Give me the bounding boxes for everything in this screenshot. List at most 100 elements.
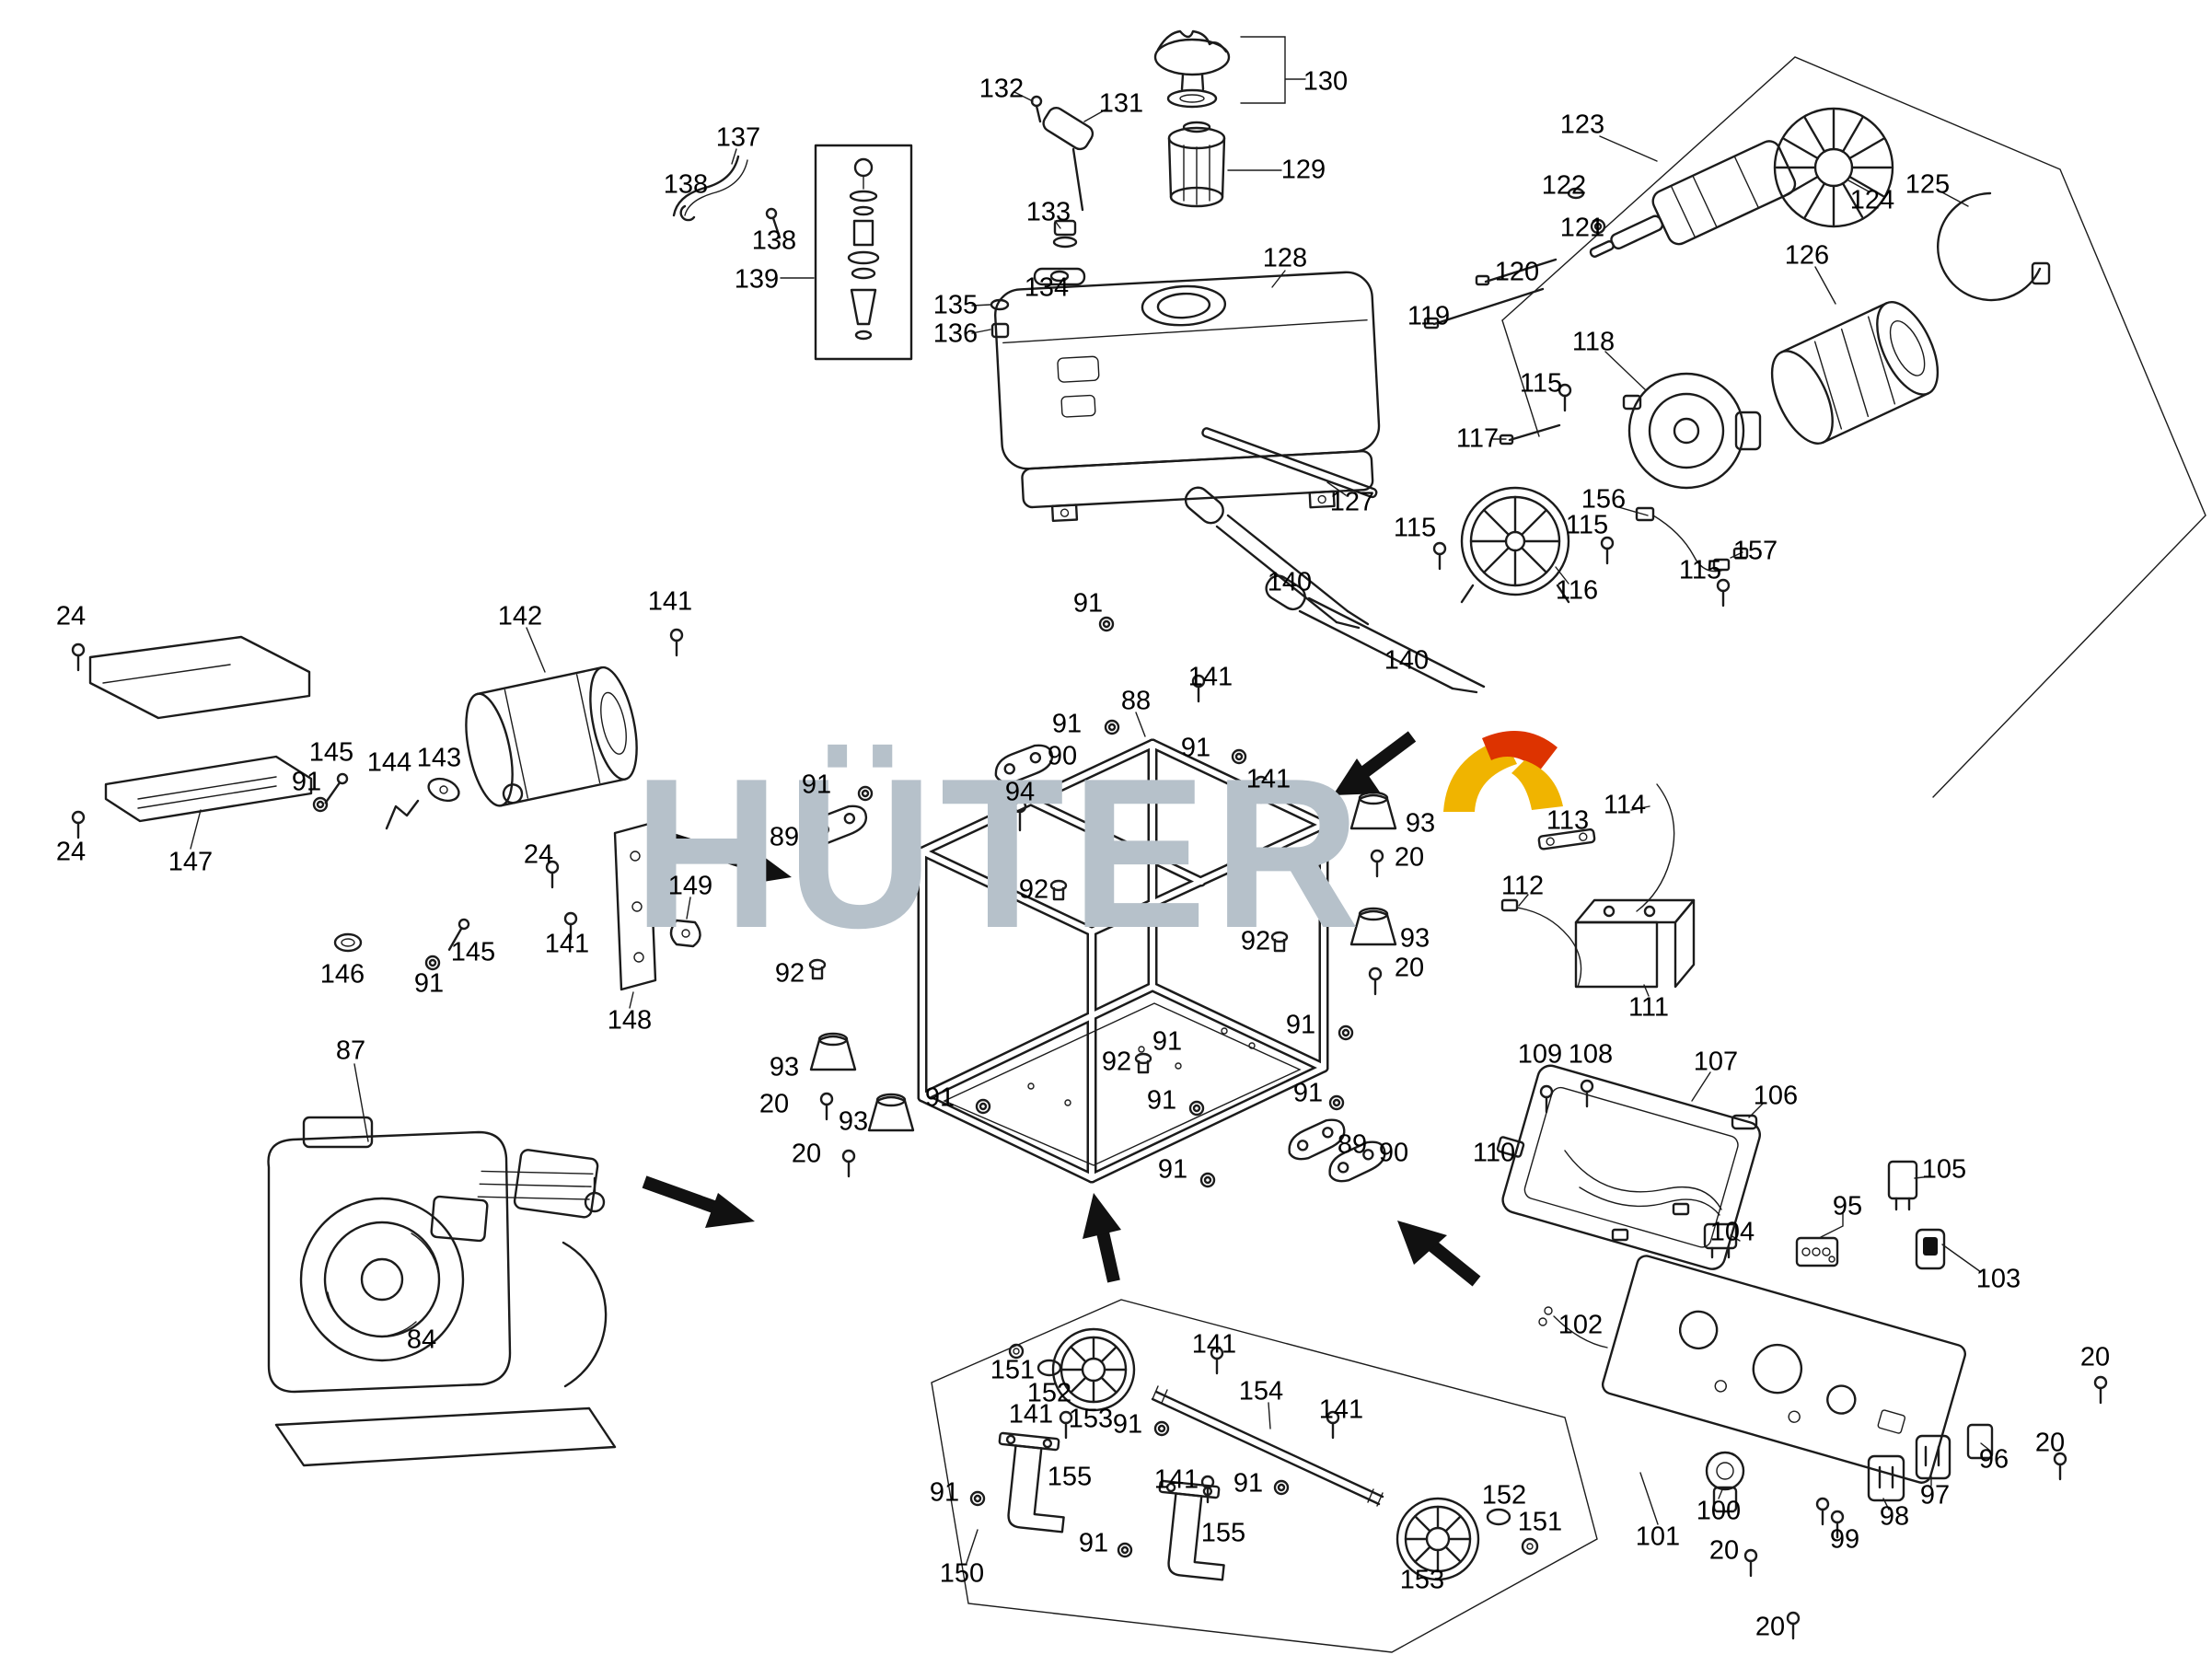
part-label-113-62: 113: [1546, 805, 1590, 836]
part-label-91-113: 91: [929, 1477, 960, 1508]
part-label-20-96: 20: [2034, 1428, 2066, 1458]
part-label-106-88: 106: [1753, 1081, 1799, 1111]
part-label-91-36: 91: [1180, 733, 1211, 763]
part-label-115-29: 115: [1565, 510, 1609, 540]
part-label-95-91: 95: [1832, 1191, 1863, 1221]
part-label-138-2: 138: [751, 226, 797, 256]
fuel-valve-drawing: [990, 95, 1094, 339]
wheel-kit-drawing: [969, 1327, 1539, 1581]
part-label-91-116: 91: [1233, 1468, 1264, 1499]
part-label-150-119: 150: [939, 1558, 985, 1589]
through-bolts-drawing: [1423, 258, 1561, 446]
part-label-24-41: 24: [55, 837, 87, 867]
part-label-147-42: 147: [168, 847, 214, 877]
part-label-93-65: 93: [1399, 923, 1430, 954]
part-label-91-118: 91: [1078, 1528, 1109, 1558]
breather-hose-drawing: [672, 155, 782, 239]
part-label-155-114: 155: [1047, 1462, 1093, 1492]
part-label-149-48: 149: [667, 871, 713, 901]
part-label-141-37: 141: [1245, 764, 1291, 794]
part-label-91-109: 91: [1112, 1409, 1143, 1440]
part-label-151-122: 151: [1517, 1507, 1563, 1537]
part-label-129-11: 129: [1280, 155, 1326, 185]
part-label-146-51: 146: [319, 959, 365, 990]
part-label-91-72: 91: [1152, 1026, 1183, 1057]
part-label-94-57: 94: [1004, 777, 1036, 807]
part-label-84-84: 84: [406, 1325, 437, 1355]
part-label-90-81: 90: [1378, 1138, 1409, 1168]
grille-drawing: [1460, 486, 1570, 604]
wiring-drawing: [1635, 506, 1749, 573]
part-label-115-31: 115: [1678, 555, 1722, 585]
part-label-91-56: 91: [801, 770, 832, 800]
part-label-141-112: 141: [1008, 1399, 1054, 1429]
part-label-122-14: 122: [1541, 170, 1587, 201]
part-label-91-70: 91: [1285, 1010, 1316, 1040]
part-label-121-15: 121: [1559, 213, 1605, 243]
part-label-120-19: 120: [1494, 257, 1540, 287]
brackets-drawing: [804, 741, 1391, 1186]
part-label-156-27: 156: [1581, 484, 1627, 515]
part-label-128-12: 128: [1262, 243, 1308, 273]
part-label-110-89: 110: [1472, 1138, 1516, 1168]
part-label-91-54: 91: [1051, 709, 1083, 739]
part-label-134-7: 134: [1024, 272, 1070, 303]
part-label-157-32: 157: [1732, 536, 1778, 566]
part-label-91-79: 91: [1292, 1078, 1324, 1108]
fuel-filter-drawing: [1167, 121, 1282, 208]
part-label-137-0: 137: [715, 122, 761, 153]
part-label-141-40: 141: [647, 586, 693, 617]
part-label-20-103: 20: [1708, 1535, 1740, 1566]
part-label-118-21: 118: [1571, 327, 1616, 357]
assembly-arrows: [642, 731, 1481, 1287]
part-label-125-17: 125: [1905, 169, 1951, 200]
rotor-drawing: [1589, 140, 1797, 258]
tank-gasket-drawing: [1201, 427, 1378, 499]
part-label-114-63: 114: [1603, 790, 1647, 820]
handle-drawings: [1184, 486, 1486, 694]
part-label-93-73: 93: [769, 1052, 800, 1082]
small-brackets-drawing: [320, 770, 701, 991]
part-label-98-99: 98: [1879, 1501, 1910, 1532]
battery-drawing: [1500, 783, 1696, 989]
carb-kit-drawing: [814, 144, 913, 361]
part-label-20-104: 20: [1755, 1612, 1786, 1642]
control-box-drawing: [1496, 1064, 1946, 1270]
part-label-153-120: 153: [1399, 1565, 1445, 1595]
part-label-20-95: 20: [2079, 1342, 2111, 1372]
leader-lines: [190, 91, 1991, 1564]
part-label-145-50: 145: [450, 937, 496, 967]
wheel-kit-boundary: [931, 1299, 1598, 1653]
part-label-133-6: 133: [1025, 197, 1071, 227]
part-label-24-38: 24: [55, 601, 87, 631]
part-label-136-9: 136: [932, 318, 979, 349]
part-label-99-100: 99: [1829, 1524, 1860, 1555]
part-label-97-98: 97: [1919, 1480, 1951, 1510]
part-label-141-49: 141: [544, 929, 590, 959]
part-label-141-34: 141: [1187, 662, 1233, 692]
frame-drawing: [917, 738, 1329, 1184]
part-label-92-67: 92: [1240, 926, 1271, 956]
part-label-109-85: 109: [1517, 1039, 1563, 1070]
control-panel-drawing: [1538, 1255, 2108, 1640]
part-label-105-90: 105: [1921, 1154, 1967, 1185]
part-label-103-93: 103: [1975, 1264, 2021, 1294]
part-label-145-43: 145: [308, 737, 354, 768]
part-label-108-86: 108: [1568, 1039, 1614, 1070]
part-label-92-68: 92: [774, 958, 805, 989]
part-label-135-8: 135: [932, 290, 979, 320]
part-label-140-25: 140: [1267, 567, 1313, 597]
part-label-20-66: 20: [1394, 953, 1425, 983]
part-label-154-110: 154: [1238, 1376, 1284, 1406]
part-label-119-20: 119: [1407, 301, 1451, 331]
part-label-20-76: 20: [791, 1139, 822, 1169]
part-label-102-94: 102: [1558, 1310, 1604, 1340]
end-cover-drawing: [1622, 372, 1762, 490]
part-label-91-46: 91: [291, 767, 322, 797]
part-label-139-3: 139: [734, 264, 780, 295]
part-label-141-108: 141: [1191, 1329, 1237, 1360]
part-label-141-115: 141: [1153, 1464, 1199, 1495]
part-label-101-102: 101: [1635, 1522, 1681, 1552]
